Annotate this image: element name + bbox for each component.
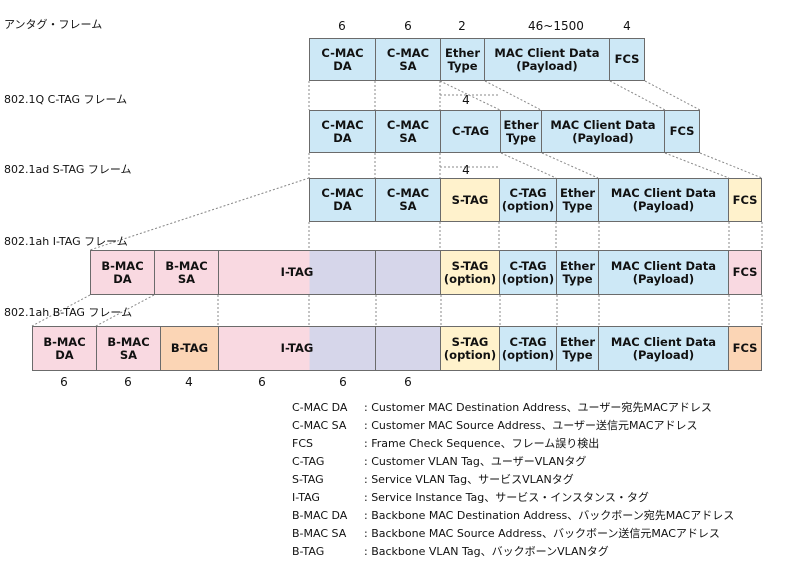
connector-line: [609, 80, 666, 111]
cell-s-tag-option: S-TAG (option): [440, 326, 500, 371]
cell-b-tag: B-TAG: [160, 326, 219, 371]
size-label: 6: [124, 375, 132, 389]
cell-c-mac-da: C-MAC DA: [309, 178, 376, 222]
legend-definition: : Backbone VLAN Tag、バックボーンVLANタグ: [364, 545, 609, 558]
cell-ether-type: Ether Type: [500, 110, 542, 153]
size-label: 2: [458, 19, 466, 33]
size-label: 4: [185, 375, 193, 389]
legend-term: FCS: [292, 437, 313, 450]
cell-b-mac-sa: B-MAC SA: [154, 250, 219, 295]
legend-definition: : Service VLAN Tag、サービスVLANタグ: [364, 473, 574, 486]
cell-c-tag-option: C-TAG (option): [499, 250, 557, 295]
cell-ether-type: Ether Type: [556, 178, 599, 222]
cell-fcs: FCS: [728, 250, 762, 295]
size-label: 6: [404, 375, 412, 389]
cell-payload: MAC Client Data (Payload): [598, 326, 729, 371]
cell-payload: MAC Client Data (Payload): [541, 110, 665, 153]
legend-definition: : Backbone MAC Source Address、バックボーン送信元M…: [364, 527, 720, 540]
frame-label-stag: 802.1ad S-TAG フレーム: [4, 163, 132, 176]
connector-line: [541, 152, 599, 179]
cell-fcs: FCS: [728, 178, 762, 222]
connector-line: [644, 80, 701, 111]
connector-line: [664, 152, 730, 179]
connector-line: [484, 80, 542, 111]
cell-s-tag: S-TAG: [440, 178, 500, 222]
size-label: 4: [623, 19, 631, 33]
connector-line: [89, 177, 310, 251]
size-label: 46~1500: [528, 19, 584, 33]
legend-definition: : Frame Check Sequence、フレーム誤り検出: [364, 437, 600, 450]
cell-c-tag-option: C-TAG (option): [499, 326, 557, 371]
legend-definition: : Backbone MAC Destination Address、バックボー…: [364, 509, 735, 522]
legend-term: S-TAG: [292, 473, 324, 486]
legend-term: B-TAG: [292, 545, 325, 558]
cell-i-tag-extension: [375, 326, 441, 371]
size-label: 6: [339, 375, 347, 389]
cell-b-mac-da: B-MAC DA: [32, 326, 97, 371]
cell-fcs: FCS: [609, 38, 645, 81]
cell-c-mac-sa: C-MAC SA: [375, 178, 441, 222]
cell-c-tag-option: C-TAG (option): [499, 178, 557, 222]
frame-label-btag: 802.1ah B-TAG フレーム: [4, 306, 133, 319]
connector-line: [31, 294, 91, 327]
cell-ether-type: Ether Type: [440, 38, 485, 81]
cell-b-mac-sa: B-MAC SA: [96, 326, 161, 371]
size-label: 4: [462, 163, 470, 177]
legend-definition: : Customer VLAN Tag、ユーザーVLANタグ: [364, 455, 587, 468]
cell-payload: MAC Client Data (Payload): [598, 178, 729, 222]
cell-b-mac-da: B-MAC DA: [90, 250, 155, 295]
cell-c-tag: C-TAG: [440, 110, 501, 153]
legend-definition: : Customer MAC Source Address、ユーザー送信元MAC…: [364, 419, 698, 432]
frame-label-ctag: 802.1Q C-TAG フレーム: [4, 93, 128, 106]
cell-c-mac-da: C-MAC DA: [309, 38, 376, 81]
cell-i-tag-extension: [375, 250, 441, 295]
connector-line: [500, 152, 557, 179]
cell-payload: MAC Client Data (Payload): [484, 38, 610, 81]
size-label: 6: [60, 375, 68, 389]
legend-term: B-MAC DA: [292, 509, 348, 522]
size-label: 6: [338, 19, 346, 33]
cell-s-tag-option: S-TAG (option): [440, 250, 500, 295]
size-label: 4: [462, 93, 470, 107]
legend-definition: : Customer MAC Destination Address、ユーザー宛…: [364, 401, 712, 414]
connector-line: [699, 152, 763, 179]
cell-i-tag: I-TAG: [218, 326, 376, 371]
legend-term: C-MAC DA: [292, 401, 348, 414]
cell-i-tag: I-TAG: [218, 250, 376, 295]
legend-definition: : Service Instance Tag、サービス・インスタンス・タグ: [364, 491, 649, 504]
legend-term: C-MAC SA: [292, 419, 347, 432]
cell-fcs: FCS: [664, 110, 700, 153]
cell-c-mac-sa: C-MAC SA: [375, 110, 441, 153]
cell-ether-type: Ether Type: [556, 250, 599, 295]
legend-term: I-TAG: [292, 491, 320, 504]
cell-c-mac-da: C-MAC DA: [309, 110, 376, 153]
cell-payload: MAC Client Data (Payload): [598, 250, 729, 295]
connector-line: [95, 294, 155, 327]
cell-fcs: FCS: [728, 326, 762, 371]
frame-label-untagged: アンタグ・フレーム: [4, 18, 103, 31]
size-label: 6: [258, 375, 266, 389]
legend-term: C-TAG: [292, 455, 325, 468]
cell-c-mac-sa: C-MAC SA: [375, 38, 441, 81]
size-label: 6: [404, 19, 412, 33]
legend-term: B-MAC SA: [292, 527, 347, 540]
frame-label-itag: 802.1ah I-TAG フレーム: [4, 235, 128, 248]
cell-ether-type: Ether Type: [556, 326, 599, 371]
